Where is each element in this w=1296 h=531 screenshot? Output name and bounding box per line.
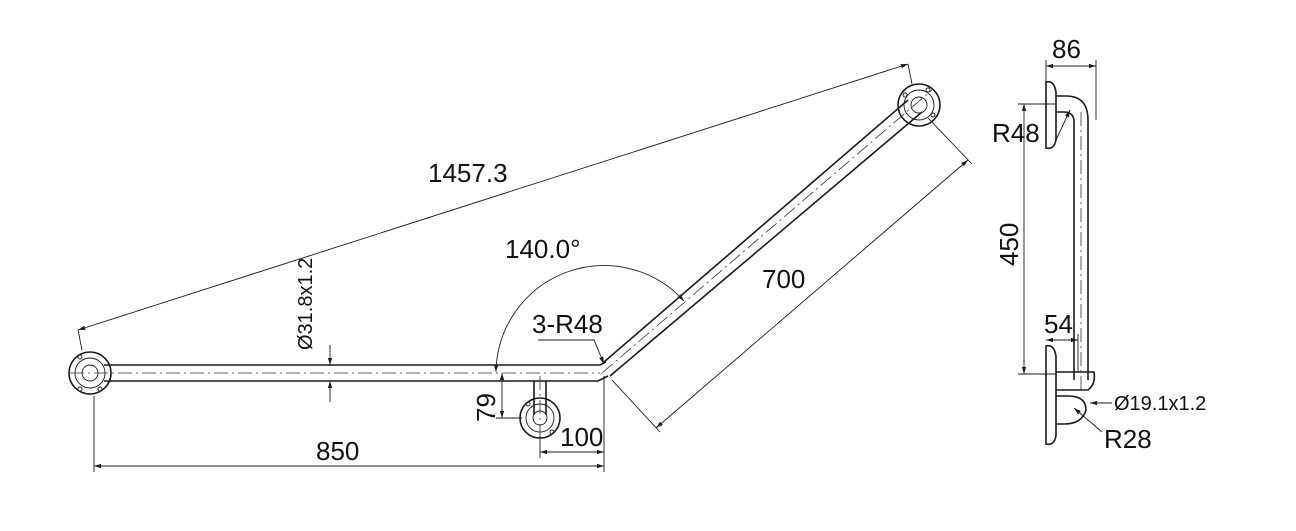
- label-bend-radius: 3-R48: [532, 309, 603, 339]
- dim-tube: Ø31.8x1.2: [295, 258, 333, 402]
- dim-angle: 140.0°: [493, 234, 685, 373]
- dim-offset-100: 100: [539, 422, 604, 458]
- dim-offset-79: 79: [471, 373, 522, 422]
- label-angle: 140.0°: [505, 234, 580, 264]
- side-plate-top: [1045, 80, 1057, 150]
- label-diagonal: 1457.3: [428, 158, 508, 188]
- dim-side-r48: R48: [992, 109, 1071, 148]
- dim-arm: 700: [611, 117, 973, 433]
- dim-850: 850: [93, 376, 605, 472]
- label-side-450: 450: [994, 223, 1024, 266]
- horizontal-bar: [70, 361, 609, 382]
- dim-bend-radius: 3-R48: [532, 309, 605, 365]
- label-side-tube: Ø19.1x1.2: [1114, 393, 1206, 415]
- side-foot: [1056, 371, 1096, 391]
- front-view: 1457.3 140.0° 700 3-R48 Ø31.8x1.2: [68, 63, 973, 472]
- label-tube: Ø31.8x1.2: [295, 258, 317, 350]
- side-tube-inner: [1056, 111, 1075, 380]
- label-offset-100: 100: [560, 422, 603, 452]
- dim-side-r28: R28: [1073, 407, 1152, 454]
- label-arm: 700: [762, 264, 805, 294]
- dim-side-86: 86: [1045, 34, 1097, 120]
- dim-side-54: 54: [1044, 309, 1079, 372]
- side-tube-outer: [1056, 95, 1089, 380]
- side-view: 86 R48 450 54 Ø19.1x1.2 R28: [992, 34, 1206, 454]
- side-plate-bottom: [1045, 344, 1057, 446]
- label-side-86: 86: [1052, 34, 1081, 64]
- label-850: 850: [316, 436, 359, 466]
- label-side-54: 54: [1044, 309, 1073, 339]
- upper-flange: [897, 83, 941, 127]
- dim-diagonal: 1457.3: [77, 63, 913, 351]
- dim-side-450: 450: [994, 103, 1056, 375]
- dim-side-tube: Ø19.1x1.2: [1090, 393, 1206, 415]
- side-leg: [1056, 395, 1087, 425]
- label-side-r48: R48: [992, 118, 1040, 148]
- label-side-r28: R28: [1104, 424, 1152, 454]
- label-offset-79: 79: [471, 393, 501, 422]
